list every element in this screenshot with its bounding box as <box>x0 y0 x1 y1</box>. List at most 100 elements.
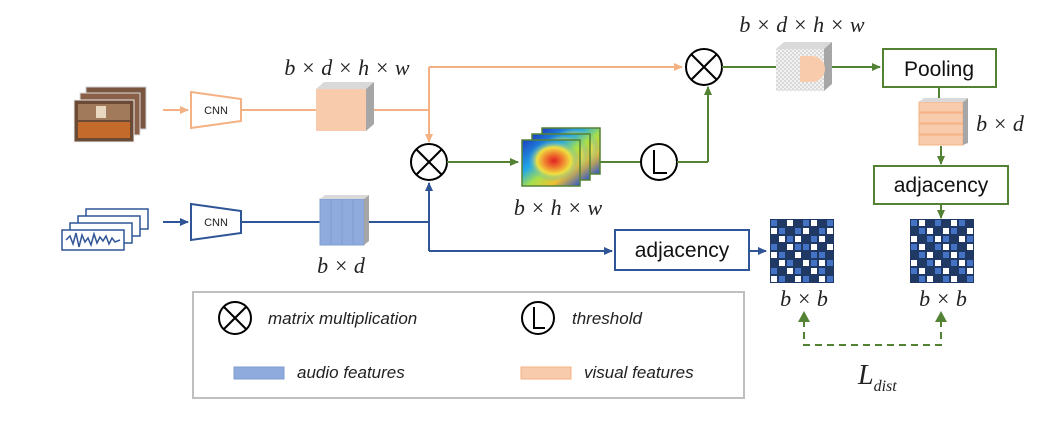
matrix-cell <box>811 276 817 282</box>
visual-feature-cube <box>316 82 374 131</box>
matrix-cell <box>819 260 825 266</box>
matrix-cell <box>911 244 917 250</box>
matrix-cell <box>811 220 817 226</box>
audio-dims-label: b × d <box>317 253 366 278</box>
audio-adjacency-matrix <box>770 219 834 283</box>
matrix-cell <box>935 276 941 282</box>
matrix-cell <box>795 276 801 282</box>
matrix-cell <box>787 236 793 242</box>
distance-loss-label: Ldist <box>857 360 897 395</box>
matrix-cell <box>803 276 809 282</box>
matrix-cell <box>771 252 777 258</box>
matrix-cell <box>951 260 957 266</box>
matrix-cell <box>967 236 973 242</box>
matrix-cell <box>827 228 833 234</box>
matrix-cell <box>919 220 925 226</box>
matrix-cell <box>919 228 925 234</box>
matrix-cell <box>787 228 793 234</box>
matrix-cell <box>779 252 785 258</box>
masked-dims-label: b × d × h × w <box>739 12 865 37</box>
legend-mult-label: matrix multiplication <box>268 309 417 328</box>
matrix-cell <box>943 268 949 274</box>
matrix-cell <box>795 244 801 250</box>
matrix-cell <box>779 260 785 266</box>
matrix-cell <box>779 268 785 274</box>
matrix-cell <box>959 276 965 282</box>
matrix-cell <box>779 276 785 282</box>
matrix-cell <box>911 236 917 242</box>
matrix-cell <box>771 236 777 242</box>
matrix-cell <box>959 220 965 226</box>
matrix-cell <box>811 228 817 234</box>
matrix-cell <box>779 228 785 234</box>
attention-heatmap-stack <box>521 127 601 187</box>
matrix-cell <box>935 260 941 266</box>
matrix-cell <box>919 236 925 242</box>
matrix-mult-node-1 <box>410 143 448 181</box>
matrix-cell <box>959 228 965 234</box>
matrix-cell <box>771 228 777 234</box>
matrix-cell <box>811 236 817 242</box>
matrix-cell <box>959 236 965 242</box>
masked-feature-cube <box>776 42 832 91</box>
matrix-cell <box>803 260 809 266</box>
matrix-cell <box>959 260 965 266</box>
legend-mult-icon <box>218 301 252 335</box>
matrix-cell <box>787 268 793 274</box>
matrix-cell <box>803 228 809 234</box>
matrix-cell <box>959 252 965 258</box>
legend-visual-label: visual features <box>584 363 694 382</box>
matrix-cell <box>927 252 933 258</box>
matrix-cell <box>919 276 925 282</box>
matrix-cell <box>819 268 825 274</box>
matrix-cell <box>819 228 825 234</box>
cnn-visual-label: CNN <box>204 105 228 117</box>
legend-audio-label: audio features <box>297 363 405 382</box>
matrix-cell <box>827 252 833 258</box>
matrix-cell <box>795 228 801 234</box>
matrix-cell <box>819 220 825 226</box>
matrix-cell <box>911 276 917 282</box>
adj-right-dims-label: b × b <box>919 286 967 311</box>
matrix-cell <box>927 220 933 226</box>
matrix-cell <box>803 252 809 258</box>
cnn-audio-block: CNN <box>190 202 242 242</box>
distance-loss-connector <box>798 311 947 346</box>
visual-adjacency-matrix <box>910 219 974 283</box>
matrix-cell <box>787 220 793 226</box>
visual-dims-label: b × d × h × w <box>284 55 410 80</box>
legend-threshold-icon <box>521 301 555 335</box>
matrix-cell <box>927 244 933 250</box>
pooling-label: Pooling <box>904 58 974 81</box>
matrix-cell <box>795 220 801 226</box>
matrix-cell <box>959 268 965 274</box>
matrix-cell <box>919 252 925 258</box>
matrix-cell <box>811 252 817 258</box>
matrix-cell <box>951 268 957 274</box>
audio-waveform-icon <box>61 208 149 251</box>
adj-left-dims-label: b × b <box>780 286 828 311</box>
matrix-cell <box>943 244 949 250</box>
adjacency-visual-box: adjacency <box>873 165 1009 205</box>
matrix-cell <box>795 260 801 266</box>
matrix-cell <box>919 268 925 274</box>
matrix-cell <box>943 276 949 282</box>
matrix-cell <box>927 228 933 234</box>
matrix-cell <box>911 268 917 274</box>
matrix-cell <box>935 236 941 242</box>
matrix-cell <box>951 236 957 242</box>
cnn-visual-block: CNN <box>190 90 242 130</box>
matrix-cell <box>827 268 833 274</box>
matrix-cell <box>811 260 817 266</box>
adjacency-audio-box: adjacency <box>614 229 750 271</box>
matrix-cell <box>771 244 777 250</box>
matrix-cell <box>795 236 801 242</box>
matrix-cell <box>967 228 973 234</box>
video-frames-icon <box>73 86 147 143</box>
matrix-cell <box>771 276 777 282</box>
pooled-dims-label: b × d <box>976 111 1025 136</box>
matrix-cell <box>819 252 825 258</box>
matrix-cell <box>803 244 809 250</box>
audio-feature-block <box>319 195 369 246</box>
